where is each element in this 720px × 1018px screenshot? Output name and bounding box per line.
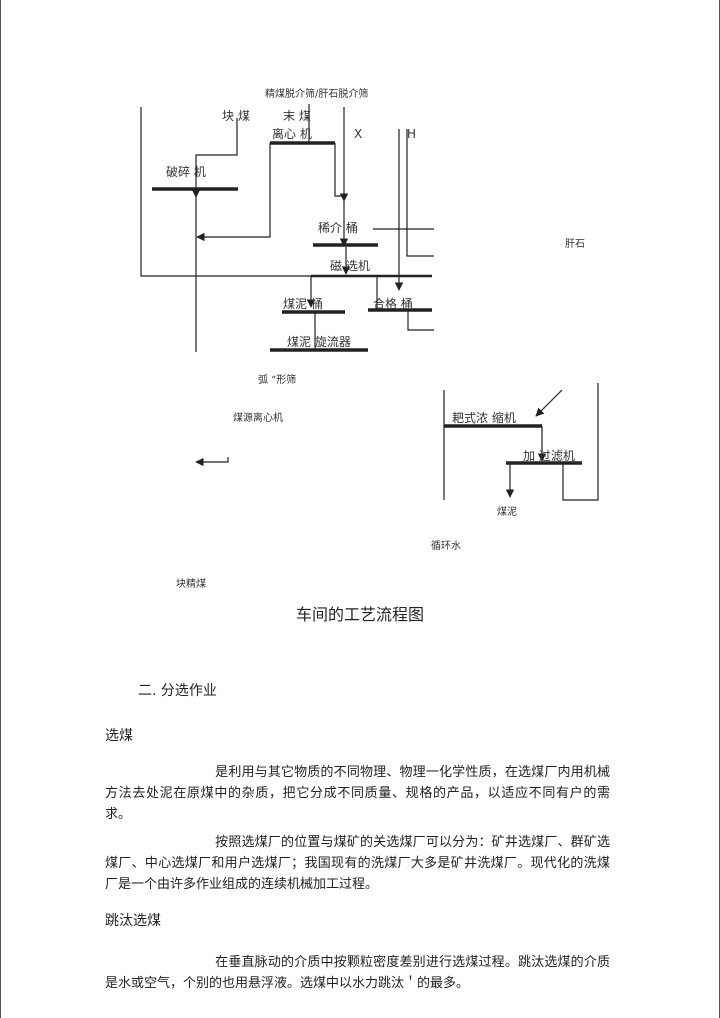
h-line-right (406, 129, 434, 257)
fine-coal-label: 末 煤 (283, 109, 311, 123)
crusher-label: 破碎 机 (166, 165, 206, 179)
cyclone-label: 煤泥 旋流器 (287, 335, 351, 349)
lump-output-arrow (195, 457, 229, 467)
magnetic-separator-label: 磁 选机 (330, 259, 370, 273)
left-loop-line (140, 107, 316, 308)
qualified-out-line (407, 310, 434, 331)
coal-slime-label: 煤泥 (497, 507, 517, 518)
subheading-coal-preparation: 选煤 (105, 728, 133, 744)
paragraph-jigging: 在垂直脉动的介质中按颗粒密度差别进行选煤过程。跳汰选煤的介质是水或空气，个别的也… (105, 952, 610, 994)
centrifuge-return-line (196, 143, 271, 242)
feed-to-thickener-arrow (535, 389, 563, 417)
subheading-jigging: 跳汰选煤 (105, 913, 161, 929)
slime-centrifuge-label: 煤源离心机 (233, 413, 283, 424)
lump-clean-coal-label: 块精煤 (176, 579, 206, 590)
lump-coal-label: 块 煤 (222, 109, 250, 123)
dilute-tank-label: 稀介 桶 (318, 221, 358, 235)
section-heading: 二. 分选作业 (138, 683, 217, 699)
paragraph-plant-types: 按照选煤厂的位置与煤矿的关选煤厂可以分为：矿井选煤厂、群矿选煤厂、中心选煤厂和用… (105, 832, 610, 895)
x-mark-label: X (354, 127, 363, 141)
paragraph-text: 按照选煤厂的位置与煤矿的关选煤厂可以分为：矿井选煤厂、群矿选煤厂、中心选煤厂和用… (105, 835, 610, 892)
top-screen-label: 精煤脱介筛/肝石脱介筛 (265, 89, 369, 100)
paragraph-coal-preparation: 是利用与其它物质的不同物理、物理一化学性质，在选煤厂内用机械方法去处泥在原煤中的… (105, 762, 610, 825)
thickener-label: 耙式浓 缩机 (452, 411, 516, 425)
slime-tank-label: 煤泥 桶 (283, 297, 323, 311)
figure-caption: 车间的工艺流程图 (295, 605, 424, 624)
h-mark-label: H (407, 127, 417, 141)
paragraph-text: 是利用与其它物质的不同物理、物理一化学性质，在选煤厂内用机械方法去处泥在原煤中的… (105, 765, 610, 822)
filter-return-line (562, 383, 599, 501)
qualified-tank-label: 合格 桶 (373, 297, 413, 311)
centrifuge-label: 离心 机 (272, 127, 312, 141)
arc-screen-label: 弧 “形筛 (258, 375, 297, 386)
process-flow-diagram (140, 104, 599, 501)
circulating-water-label: 循环水 (431, 541, 461, 552)
filter-label: 加 过滤机 (523, 449, 575, 463)
page-left-border (0, 0, 1, 1018)
lump-coal-to-crusher-line (191, 118, 238, 198)
gangue-label: 肝石 (565, 239, 585, 250)
paragraph-text: 在垂直脉动的介质中按颗粒密度差别进行选煤过程。跳汰选煤的介质是水或空气，个别的也… (105, 955, 610, 991)
